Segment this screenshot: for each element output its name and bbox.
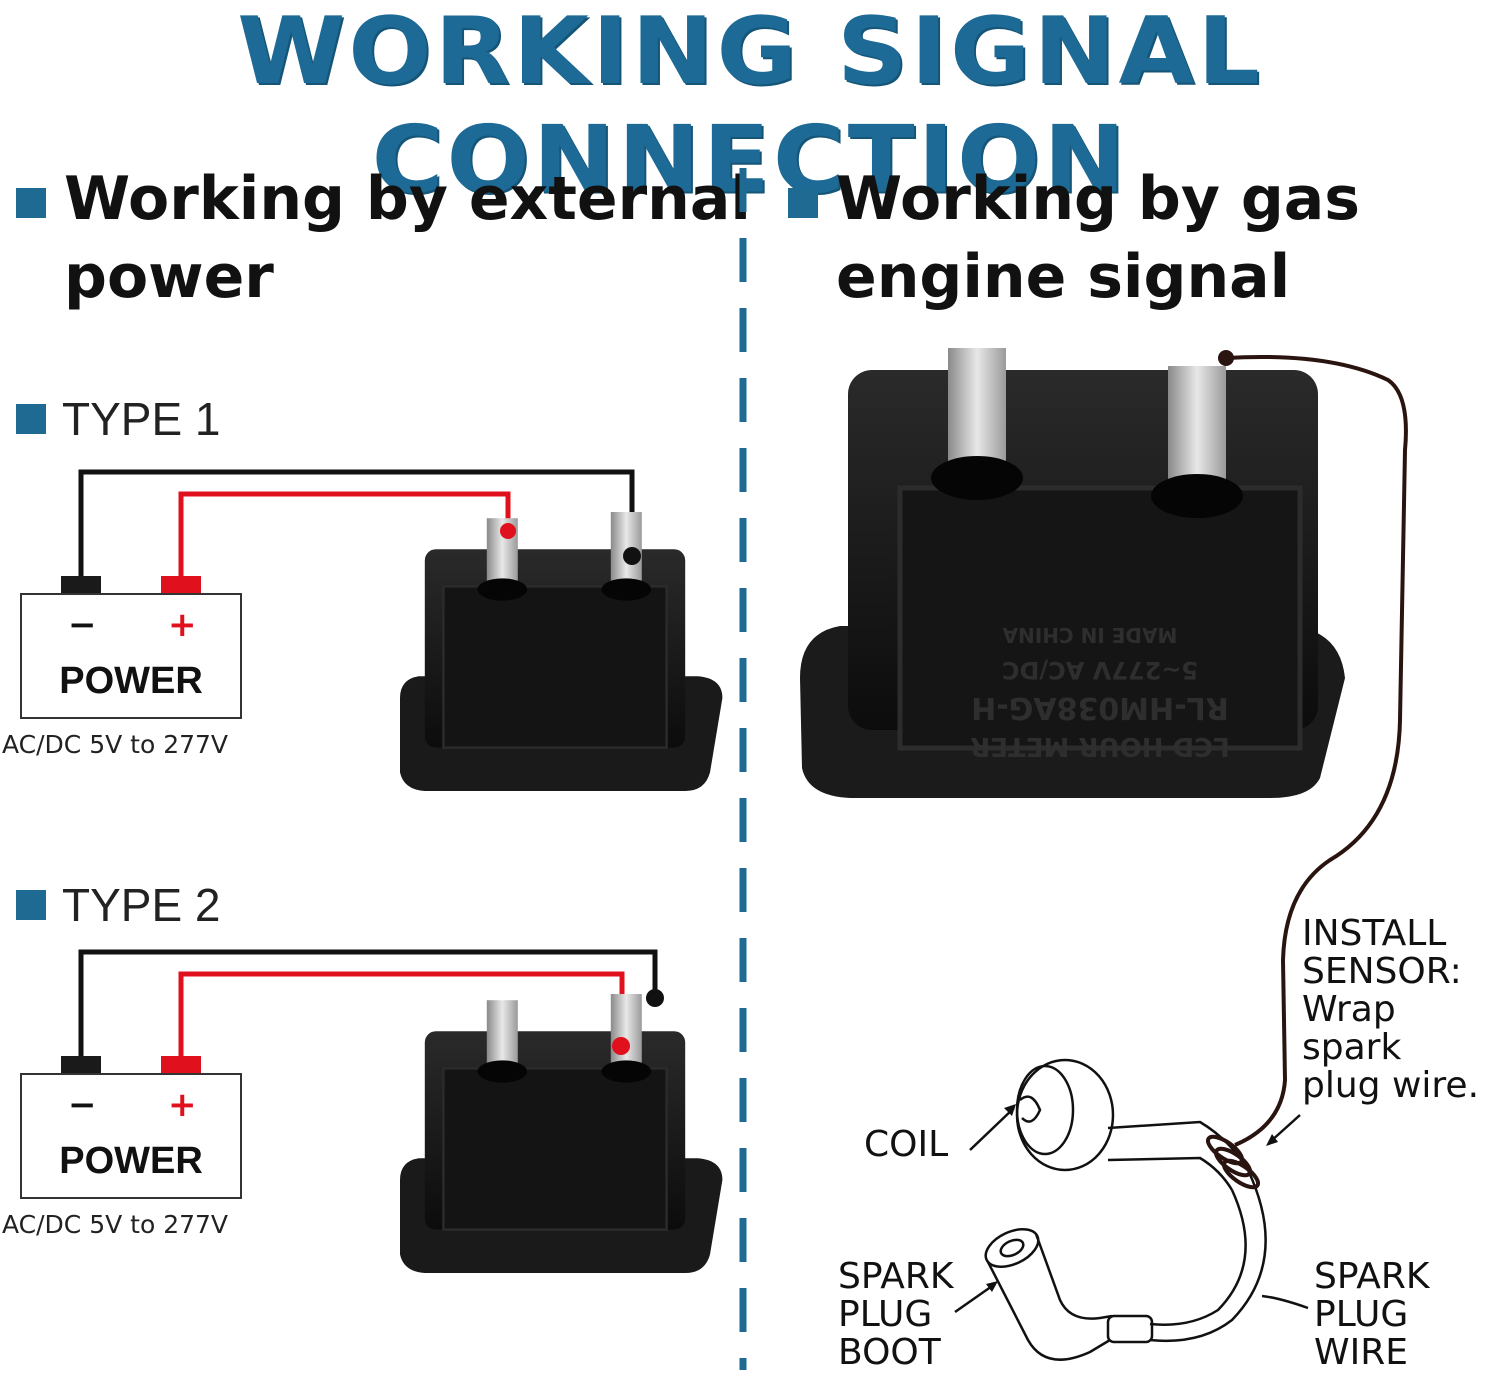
sensor-wire-dot [1218,350,1234,366]
type2-minus: − [68,1085,97,1125]
type2-black-dot [646,989,664,1007]
left-heading-line1: Working by external [64,164,751,234]
spark-plug-wire-drawing [1149,1169,1267,1343]
type2-label: TYPE 2 [62,879,221,931]
right-heading-line1: Working by gas [836,164,1360,234]
type2-red-dot [612,1037,630,1055]
install-line5: plug wire. [1302,1065,1480,1106]
boot-line3: BOOT [838,1332,941,1373]
type1-hour-meter [400,512,723,791]
device-line3: 5~277V AC/DC [1002,656,1198,684]
coil-drawing [1015,1058,1250,1191]
coil-label: COIL [864,1124,949,1165]
device-label-text: LCD HOUR METER RL-HM038AG-H 5~277V AC/DC… [970,623,1229,761]
large-hour-meter: LCD HOUR METER RL-HM038AG-H 5~277V AC/DC… [800,348,1345,798]
bullet-square [16,188,46,218]
type2-diagram [20,949,723,1273]
page-title: WORKING SIGNAL CONNECTION [237,0,1263,215]
sensor-wrap [1205,1134,1261,1190]
wire-pointer [1261,1294,1309,1310]
wire-line2: PLUG [1314,1294,1409,1335]
type1-power-label: POWER [59,660,203,702]
bullet-square [788,188,818,218]
boot-pointer-arrow [986,1281,998,1292]
spark-plug-boot-drawing [984,1228,1154,1361]
type2-hour-meter [400,994,723,1273]
wire-line3: WIRE [1314,1332,1408,1373]
type2-battery [20,1073,242,1199]
spark-plug-wire-label: SPARK PLUG WIRE [1314,1258,1430,1372]
type1-battery [20,593,242,719]
install-line3: Wrap [1302,989,1396,1030]
install-line4: spark [1302,1027,1402,1068]
left-heading-line2: power [64,242,274,312]
type1-battery-neg-terminal [61,576,101,594]
sensor-pointer [1269,1114,1301,1143]
install-sensor-note: INSTALL SENSOR: Wrap spark plug wire. [1302,915,1479,1105]
type1-plus: + [168,605,197,645]
type1-minus: − [68,605,97,645]
type1-label: TYPE 1 [62,393,221,445]
type2-bullet [16,890,46,920]
boot-line1: SPARK [838,1256,954,1297]
type1-voltage: AC/DC 5V to 277V [2,730,229,759]
coil-pointer [969,1107,1015,1151]
type1-red-wire [178,491,511,578]
type2-battery-pos-terminal [161,1056,201,1074]
spark-plug-boot-label: SPARK PLUG BOOT [838,1258,954,1372]
coil-pointer-arrow [1004,1104,1016,1116]
device-line4: MADE IN CHINA [1002,623,1177,647]
type2-black-wire [78,949,658,1058]
type1-black-dot [623,547,641,565]
type2-battery-neg-terminal [61,1056,101,1074]
device-line2: RL-HM038AG-H [971,690,1229,725]
right-heading-line2: engine signal [836,242,1291,312]
boot-pointer [954,1282,996,1314]
type1-diagram [20,469,723,791]
sensor-wire [1225,354,1408,1147]
type2-power-label: POWER [59,1140,203,1182]
type2-plus: + [168,1085,197,1125]
type1-bullet [16,404,46,434]
install-line2: SENSOR: [1302,951,1462,992]
type1-red-dot [500,523,516,539]
sensor-pointer-arrow [1266,1134,1278,1146]
type2-voltage: AC/DC 5V to 277V [2,1210,229,1239]
type1-battery-pos-terminal [161,576,201,594]
device-line1: LCD HOUR METER [970,731,1229,761]
boot-line2: PLUG [838,1294,933,1335]
wire-line1: SPARK [1314,1256,1430,1297]
install-line1: INSTALL [1302,913,1447,954]
